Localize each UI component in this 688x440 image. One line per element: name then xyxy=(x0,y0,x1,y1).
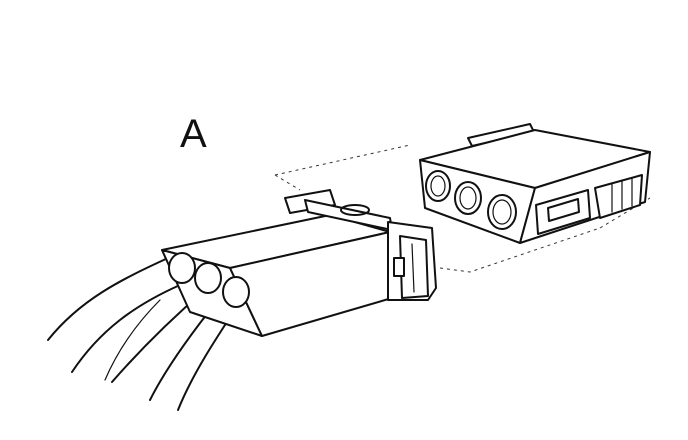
wire-entry-2 xyxy=(194,262,222,294)
latch-slot xyxy=(340,204,370,216)
contact-hole-1 xyxy=(425,170,451,202)
figure-label: A xyxy=(180,112,207,156)
contact-hole-2 xyxy=(454,181,482,215)
alignment-guides xyxy=(274,144,651,273)
plug-flange xyxy=(284,189,437,301)
plug-housing xyxy=(161,214,393,337)
latch-window xyxy=(393,257,405,277)
socket-housing xyxy=(419,123,651,244)
wire-entry-3 xyxy=(222,276,250,308)
wire-entry-1 xyxy=(168,252,196,284)
